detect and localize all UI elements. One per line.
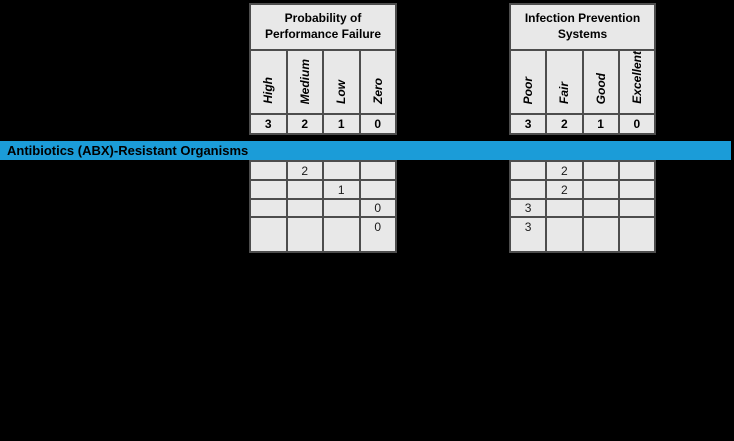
body-cell: 0 [358, 216, 397, 253]
body-cell [508, 160, 548, 181]
column-label-cell: Medium [285, 49, 324, 115]
table-row: 2 [508, 179, 657, 200]
body-cell [285, 216, 324, 253]
body-cell [581, 198, 620, 218]
column-score: 0 [617, 113, 657, 135]
column-label-zero: Zero [370, 77, 385, 104]
table-title: Probability of Performance Failure [249, 3, 397, 51]
body-cell [322, 216, 361, 253]
body-cell [617, 198, 657, 218]
banner: Antibiotics (ABX)-Resistant Organisms [0, 141, 731, 160]
infection-prevention-body-table: 2 2 3 3 [508, 160, 657, 253]
body-cell [249, 198, 288, 218]
column-score-row: 3 2 1 0 [249, 113, 397, 135]
column-score: 3 [249, 113, 288, 135]
body-cell [545, 198, 584, 218]
column-score: 1 [581, 113, 620, 135]
body-cell: 2 [285, 160, 324, 181]
table-row: 1 [249, 179, 397, 200]
body-cell [358, 160, 397, 181]
body-cell [617, 216, 657, 253]
performance-failure-body-table: 2 1 0 0 [249, 160, 397, 253]
column-score: 3 [508, 113, 548, 135]
body-cell [545, 216, 584, 253]
body-cell: 3 [508, 216, 548, 253]
body-cell [322, 198, 361, 218]
body-cell: 2 [545, 179, 584, 200]
body-cell [322, 160, 361, 181]
column-score: 1 [322, 113, 361, 135]
body-cell: 0 [358, 198, 397, 218]
column-label-row: Poor Fair Good Excellent [508, 49, 657, 115]
column-label-cell: Poor [508, 49, 548, 115]
table-title-row: Infection Prevention Systems [509, 3, 656, 51]
table-title-row: Probability of Performance Failure [249, 3, 397, 51]
column-score: 2 [285, 113, 324, 135]
table-row: 3 [508, 216, 657, 253]
column-label-low: Low [334, 80, 349, 104]
body-cell [581, 179, 620, 200]
column-score: 2 [545, 113, 584, 135]
body-cell [617, 160, 657, 181]
body-cell [617, 179, 657, 200]
body-cell [249, 179, 288, 200]
body-cell: 3 [508, 198, 548, 218]
column-score-row: 3 2 1 0 [508, 113, 657, 135]
table-row: 2 [249, 160, 397, 181]
body-cell [581, 160, 620, 181]
banner-label: Antibiotics (ABX)-Resistant Organisms [7, 143, 249, 158]
body-cell [249, 216, 288, 253]
column-label-excellent: Excellent [629, 51, 644, 104]
column-label-good: Good [593, 72, 608, 104]
column-label-medium: Medium [297, 58, 312, 104]
column-score: 0 [358, 113, 397, 135]
column-label-cell: High [249, 49, 288, 115]
body-cell [508, 179, 548, 200]
performance-failure-header-table: Probability of Performance Failure High … [249, 3, 397, 135]
column-label-row: High Medium Low Zero [249, 49, 397, 115]
column-label-high: High [261, 77, 276, 104]
body-cell: 2 [545, 160, 584, 181]
table-row: 0 [249, 216, 397, 253]
body-cell [249, 160, 288, 181]
body-cell [581, 216, 620, 253]
table-row: 0 [249, 198, 397, 218]
column-label-cell: Good [581, 49, 620, 115]
body-cell [285, 198, 324, 218]
table-row: 2 [508, 160, 657, 181]
infection-prevention-header-table: Infection Prevention Systems Poor Fair G… [508, 3, 657, 135]
column-label-cell: Zero [358, 49, 397, 115]
table-row: 3 [508, 198, 657, 218]
column-label-cell: Excellent [617, 49, 657, 115]
body-cell [285, 179, 324, 200]
table-title: Infection Prevention Systems [509, 3, 656, 51]
column-label-cell: Low [322, 49, 361, 115]
column-label-fair: Fair [557, 81, 572, 104]
column-label-cell: Fair [545, 49, 584, 115]
body-cell: 1 [322, 179, 361, 200]
column-label-poor: Poor [521, 76, 536, 104]
body-cell [358, 179, 397, 200]
